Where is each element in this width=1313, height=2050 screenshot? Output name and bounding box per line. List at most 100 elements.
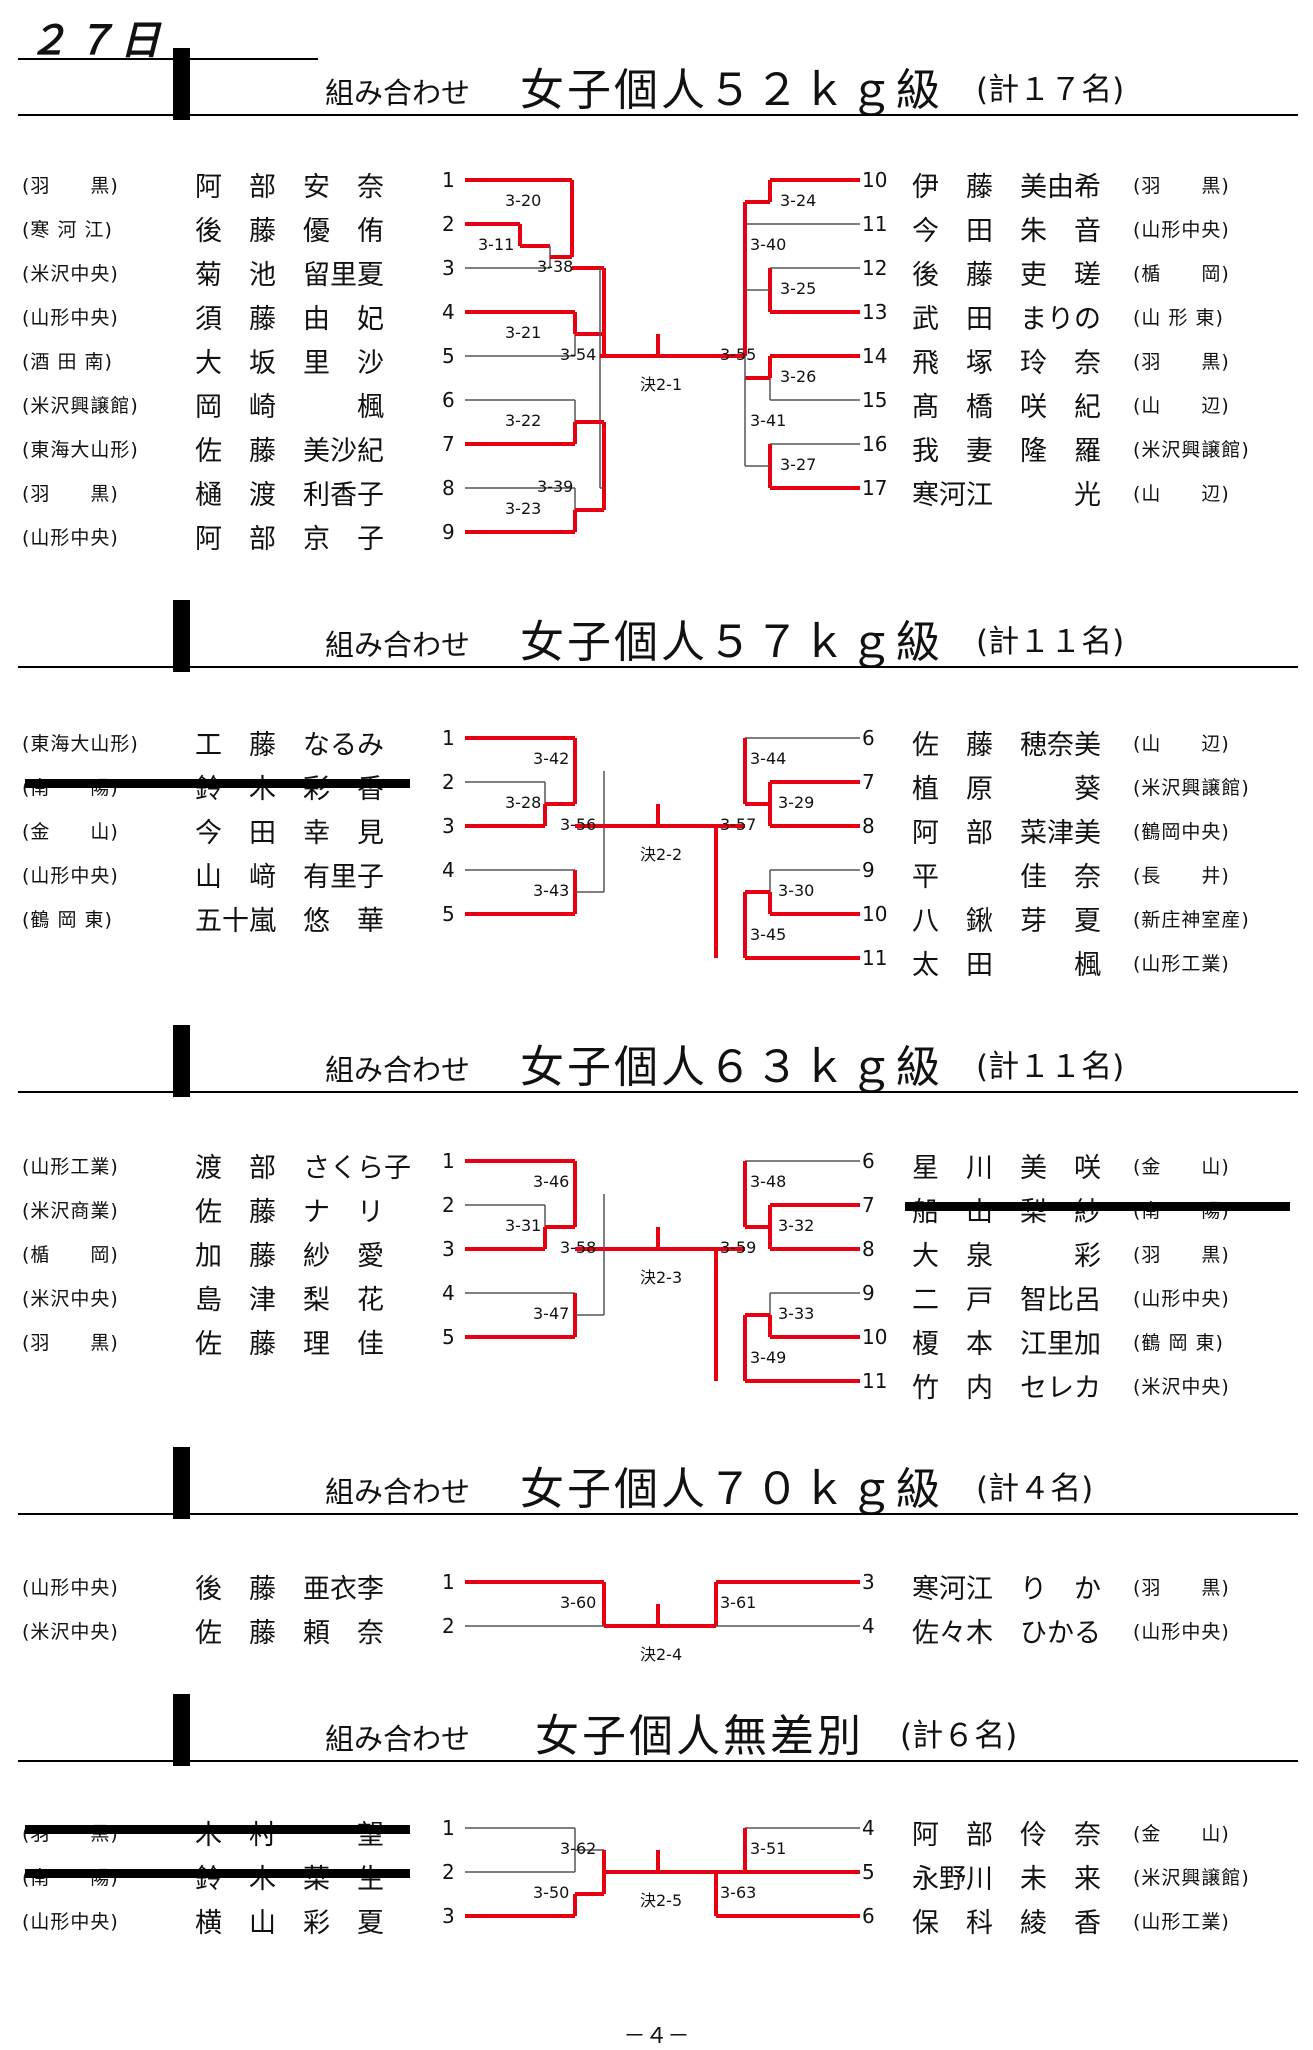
seed-number: 7	[862, 770, 875, 794]
match-label: 3-20	[505, 191, 542, 210]
school-name: (山 辺)	[1133, 733, 1230, 755]
school-name: (米沢興譲館)	[1133, 1867, 1250, 1889]
seed-number: 10	[862, 902, 888, 926]
athlete-name: 加 藤 紗 愛	[195, 1241, 384, 1272]
school-name: (山形中央)	[22, 865, 119, 887]
match-label: 3-39	[537, 477, 574, 496]
athlete-name: 植 原 葵	[912, 774, 1101, 805]
combo-label: 組み合わせ	[325, 1053, 471, 1087]
header-bar	[173, 600, 190, 672]
withdrawn-strike	[25, 1825, 410, 1834]
match-label: 3-59	[720, 1238, 757, 1257]
match-label: 3-45	[750, 925, 787, 944]
match-label: 決2-2	[640, 845, 683, 865]
seed-number: 3	[442, 1904, 455, 1928]
school-name: (米沢興譲館)	[22, 395, 139, 417]
header-rule	[18, 1513, 1298, 1515]
athlete-name: 岡 崎 楓	[195, 392, 384, 423]
header-bar	[173, 48, 190, 120]
school-name: (山 形 東)	[1133, 307, 1224, 329]
school-name: (羽 黒)	[22, 175, 119, 197]
school-name: (米沢興譲館)	[1133, 777, 1250, 799]
section-header: 組み合わせ女子個人無差別(計６名)	[0, 1694, 1313, 1766]
match-label: 3-49	[750, 1348, 787, 1367]
day-title: ２７日	[28, 18, 166, 64]
match-label: 3-33	[778, 1304, 815, 1323]
match-label: 3-63	[720, 1883, 757, 1902]
section-header: 組み合わせ女子個人５７ｋｇ級(計１１名)	[0, 600, 1313, 672]
match-label: 3-29	[778, 793, 815, 812]
school-name: (長 井)	[1133, 865, 1230, 887]
match-label: 3-56	[560, 815, 597, 834]
school-name: (山形中央)	[1133, 219, 1230, 241]
entrant-count: (計６名)	[900, 1718, 1018, 1754]
seed-number: 1	[442, 168, 455, 192]
seed-number: 4	[442, 300, 455, 324]
athlete-name: 今 田 朱 音	[912, 216, 1101, 247]
athlete-name: 伊 藤 美由希	[912, 172, 1101, 203]
match-label: 3-38	[537, 257, 574, 276]
athlete-name: 寒河江 り か	[912, 1574, 1101, 1605]
match-label: 3-23	[505, 499, 542, 518]
seed-number: 2	[442, 1860, 455, 1884]
school-name: (山 辺)	[1133, 395, 1230, 417]
section-header: 組み合わせ女子個人６３ｋｇ級(計１１名)	[0, 1025, 1313, 1097]
school-name: (東海大山形)	[22, 733, 139, 755]
seed-number: 1	[442, 1816, 455, 1840]
school-name: (羽 黒)	[1133, 175, 1230, 197]
seed-number: 11	[862, 1369, 888, 1393]
school-name: (山形工業)	[1133, 1911, 1230, 1933]
match-label: 3-55	[720, 345, 757, 364]
school-name: (山形工業)	[22, 1156, 119, 1178]
athlete-name: 竹 内 セレカ	[912, 1373, 1101, 1404]
athlete-name: 阿 部 伶 奈	[912, 1820, 1101, 1851]
school-name: (山形工業)	[1133, 953, 1230, 975]
school-name: (東海大山形)	[22, 439, 139, 461]
weight-class-title: 女子個人６３ｋｇ級	[520, 1042, 943, 1093]
match-label: 決2-4	[640, 1645, 683, 1665]
seed-number: 2	[442, 212, 455, 236]
seed-number: 8	[862, 1237, 875, 1261]
seed-number: 1	[442, 1149, 455, 1173]
athlete-name: 須 藤 由 妃	[195, 304, 384, 335]
school-name: (寒 河 江)	[22, 219, 113, 241]
athlete-name: 榎 本 江里加	[912, 1329, 1101, 1360]
match-label: 3-60	[560, 1593, 597, 1612]
athlete-name: 菊 池 留里夏	[195, 260, 384, 291]
athlete-name: 島 津 梨 花	[195, 1285, 384, 1316]
seed-number: 13	[862, 300, 888, 324]
match-label: 3-27	[780, 455, 817, 474]
school-name: (山形中央)	[22, 1911, 119, 1933]
match-label: 3-42	[533, 749, 570, 768]
athlete-name: 佐々木 ひかる	[912, 1618, 1101, 1649]
athlete-name: 我 妻 隆 羅	[912, 436, 1101, 467]
combo-label: 組み合わせ	[325, 76, 471, 110]
weight-class-title: 女子個人７０ｋｇ級	[520, 1464, 943, 1515]
athlete-name: 佐 藤 穂奈美	[912, 730, 1101, 761]
header-bar	[173, 1025, 190, 1097]
athlete-name: 佐 藤 頼 奈	[195, 1618, 384, 1649]
